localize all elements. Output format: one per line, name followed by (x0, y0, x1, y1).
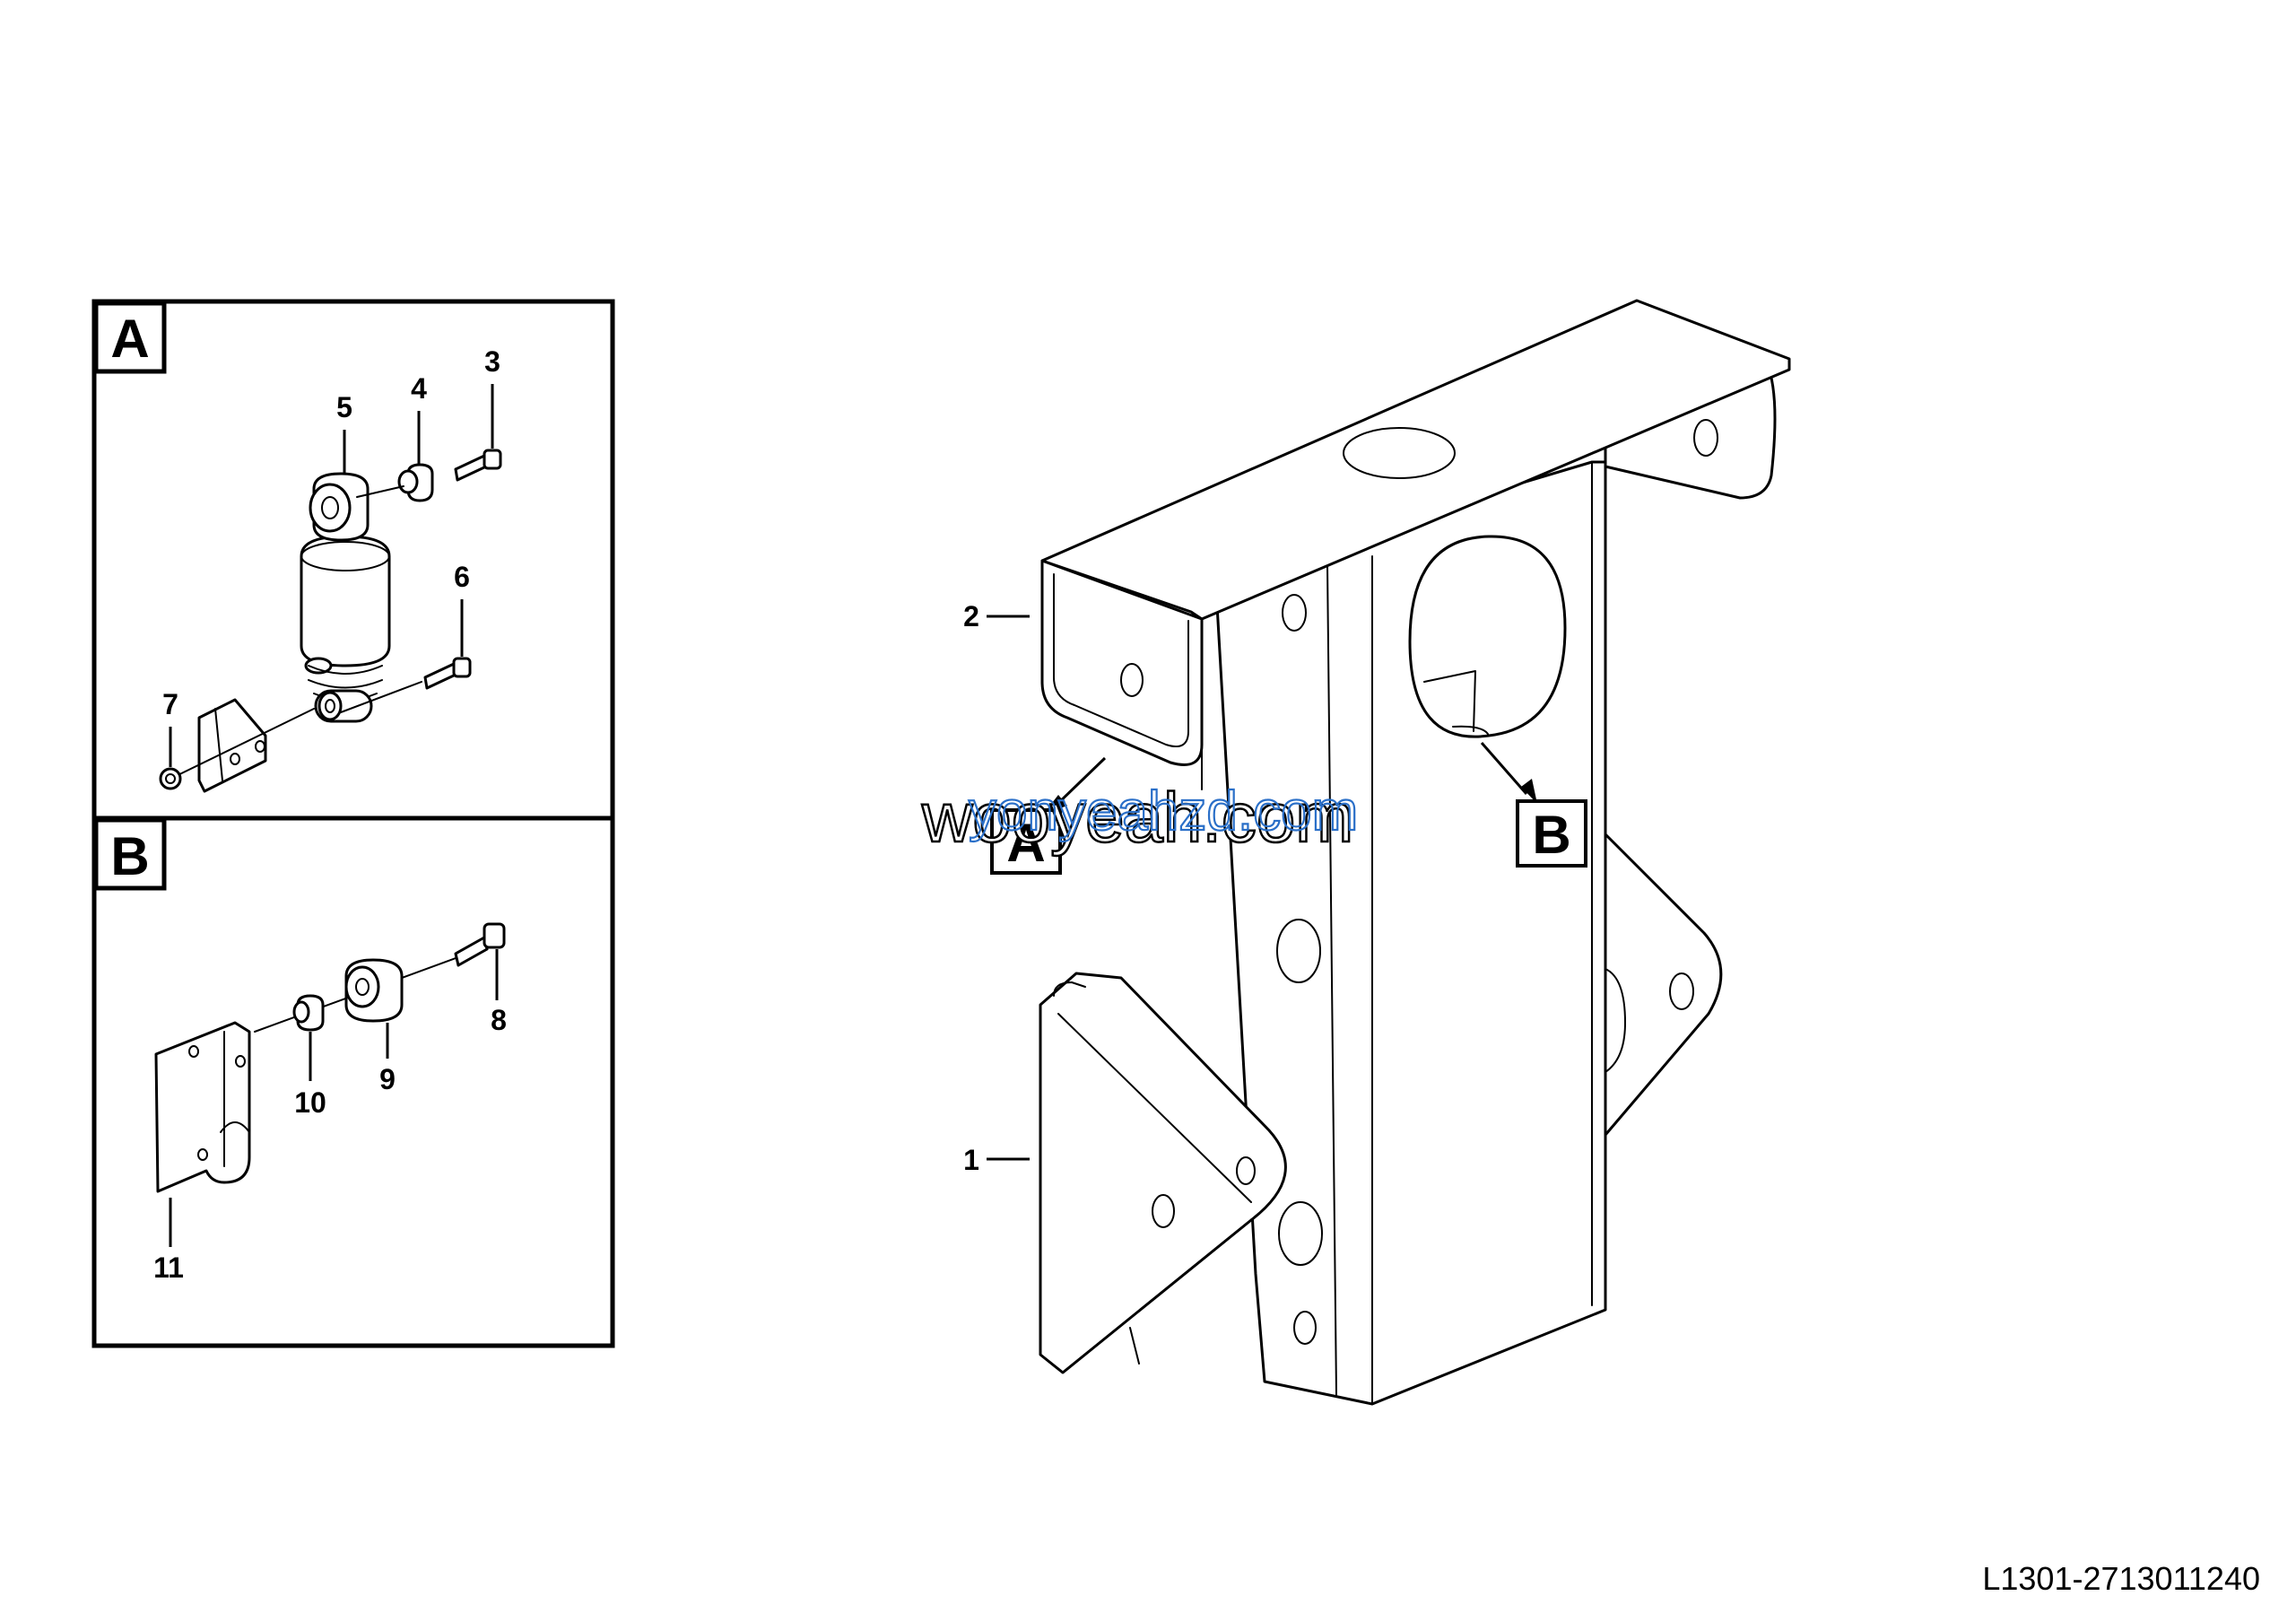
callout-6: 6 (454, 561, 470, 593)
spacer-part-4 (397, 463, 434, 502)
shock-absorber-part-5 (300, 472, 391, 723)
detail-box-a: A (91, 299, 615, 821)
view-marker-a: A (1006, 813, 1045, 873)
watermark-primary: wooyeah.com (921, 778, 1353, 857)
callout-7: 7 (162, 688, 178, 720)
watermark: wooyeah.com yonyeahzd.com (920, 777, 1360, 859)
callout-4: 4 (411, 372, 427, 405)
drawing-part-number: L1301-2713011240 (1982, 1560, 2260, 1597)
callout-11: 11 (153, 1251, 184, 1284)
detail-box-b-label: B (110, 826, 149, 886)
bracket-part-11 (154, 950, 476, 1193)
bolt-part-8 (454, 922, 506, 967)
callout-10: 10 (294, 1086, 326, 1119)
bracket-part-7 (159, 698, 315, 793)
view-marker-b: B (1532, 805, 1570, 865)
sleeve-part-10 (292, 994, 325, 1032)
callout-2: 2 (963, 600, 979, 632)
bushing-part-9 (344, 958, 404, 1023)
callout-3: 3 (484, 345, 500, 378)
callout-8: 8 (491, 1004, 507, 1036)
watermark-secondary: yonyeahzd.com (969, 780, 1358, 842)
main-view-annotations: 2 1 A B (963, 600, 1587, 1176)
detail-box-a-label: A (110, 309, 149, 369)
callout-1: 1 (963, 1144, 979, 1176)
detail-box-b: B 8 9 (91, 815, 615, 1348)
bolt-part-3 (356, 449, 502, 498)
bolt-part-6 (340, 657, 472, 713)
cab-mount-frame (1039, 299, 1791, 1406)
callout-9: 9 (379, 1063, 396, 1095)
callout-5: 5 (336, 391, 352, 423)
